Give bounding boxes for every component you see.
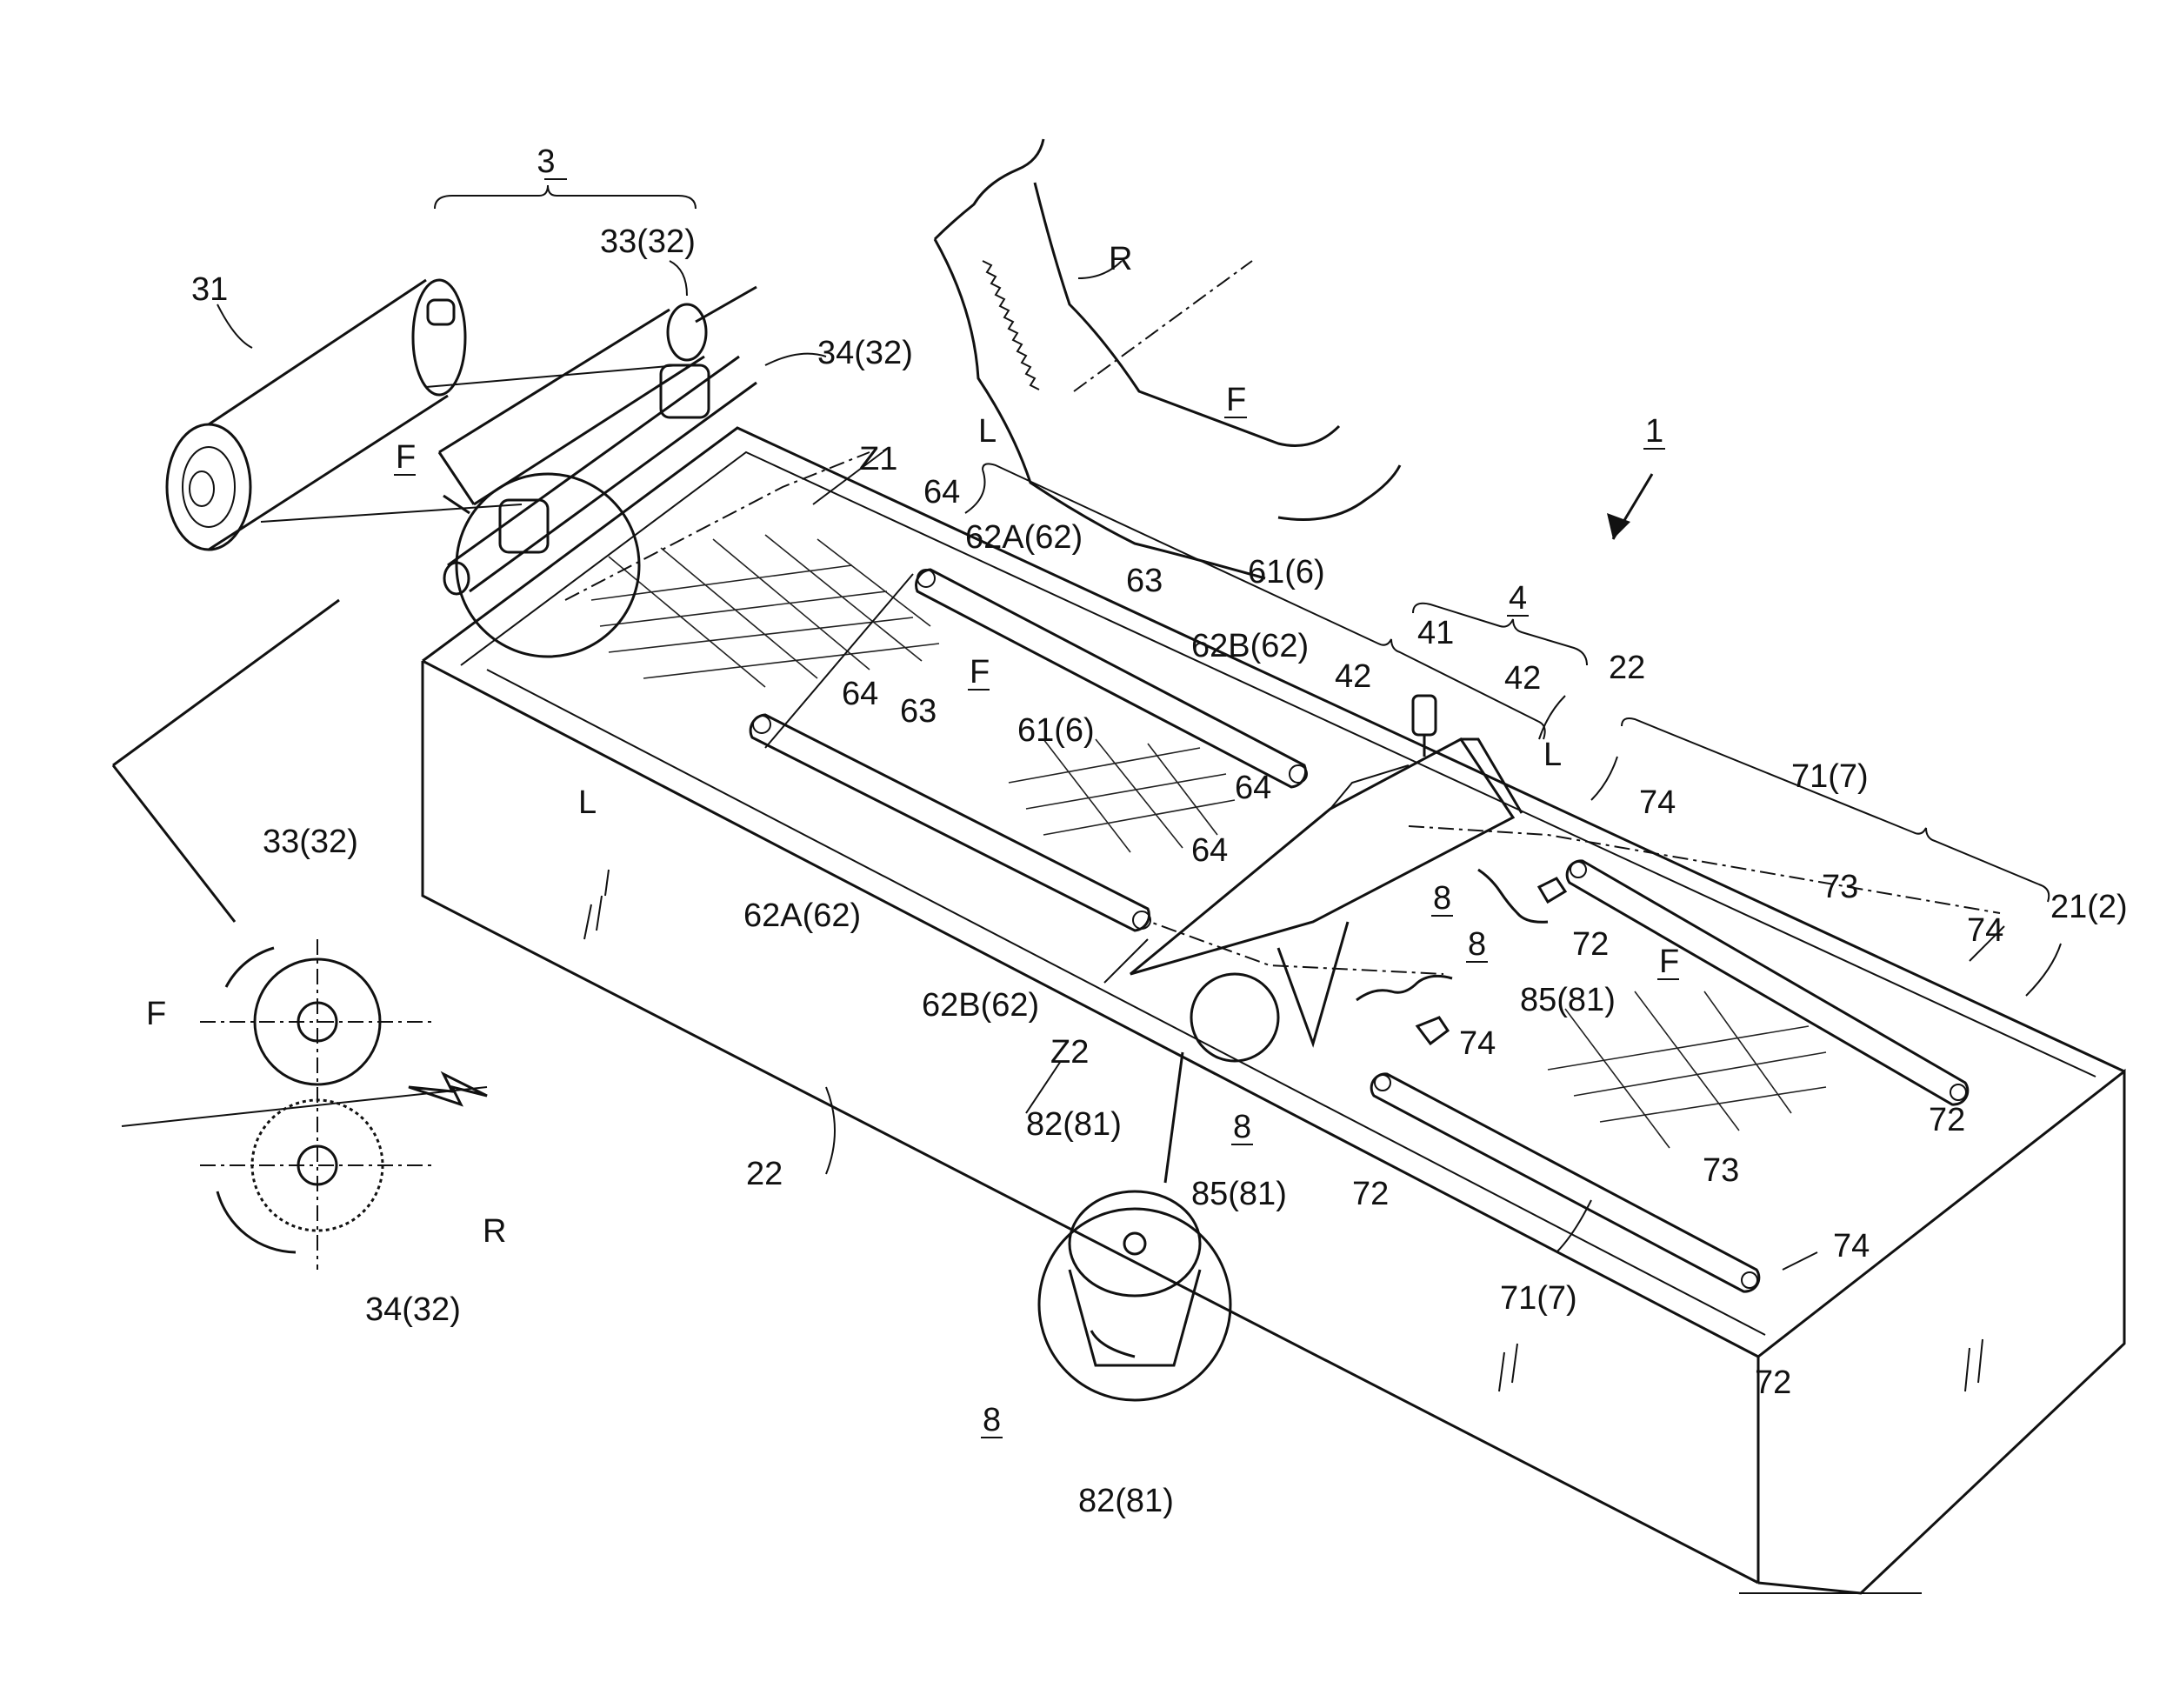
detail-circle-z2 [1191,974,1278,1061]
ref-63-b: 63 [900,693,937,730]
reference-labels: 3 31 33(32) 34(32) F Z1 L 64 62A(62) 63 … [146,143,2128,1519]
ref-Z1: Z1 [859,441,897,477]
ref-L-b: L [578,784,597,821]
ref-22-b: 22 [746,1156,783,1192]
ref-74-a: 74 [1639,784,1676,821]
ref-34-low: 34(32) [365,1291,461,1328]
ref-L-c: L [1543,737,1562,773]
detail-circle-z1 [457,474,639,657]
ref-F-top: F [1226,382,1246,418]
ref-72-b: 72 [1929,1102,1965,1138]
ref-82-b: 82(81) [1078,1483,1174,1519]
ref-8-c: 8 [1233,1109,1251,1145]
ref-62B-b: 62B(62) [922,987,1039,1024]
ref-64-c: 64 [1235,770,1271,806]
ref-73-a: 73 [1822,869,1858,905]
ref-71-a: 71(7) [1791,758,1869,795]
ref-61-a: 61(6) [1248,554,1325,590]
ref-4: 4 [1509,580,1527,617]
ref-63-a: 63 [1126,563,1163,599]
ref-F-film: F [396,439,416,476]
ref-72-a: 72 [1572,926,1609,963]
ref-74-d: 74 [1833,1228,1870,1264]
tank [423,428,2124,1593]
ref-62A-a: 62A(62) [965,519,1083,556]
ref-3: 3 [537,143,555,180]
ref-8-d: 8 [983,1402,1001,1438]
ref-61-b: 61(6) [1017,712,1095,749]
ref-31: 31 [191,271,228,308]
center-lines [565,261,2000,974]
ref-64-a: 64 [923,474,960,510]
ref-85-b: 85(81) [1191,1176,1287,1212]
ref-82-a: 82(81) [1026,1106,1122,1143]
ref-33-low: 33(32) [263,824,358,860]
ref-64-d: 64 [1191,832,1228,869]
ref-34-top: 34(32) [817,335,913,371]
ref-L-a: L [978,413,997,450]
ref-74-c: 74 [1459,1025,1496,1062]
ref-74-b: 74 [1967,912,2003,949]
ref-21: 21(2) [2050,889,2128,925]
ref-64-b: 64 [842,676,878,712]
leader-lines [217,261,2061,1270]
ref-8-a: 8 [1433,880,1451,917]
ref-1: 1 [1645,413,1663,450]
ref-Z2: Z2 [1050,1034,1089,1071]
ref-22-a: 22 [1609,650,1645,686]
ref-F-right: F [1659,944,1679,980]
ref-41: 41 [1417,615,1454,651]
ref-71-b: 71(7) [1500,1280,1577,1317]
ref-85-a: 85(81) [1520,982,1616,1018]
ref-72-c: 72 [1352,1176,1389,1212]
ref-8-b: 8 [1468,926,1486,963]
spray-unit [1130,696,1522,1044]
ref-42-b: 42 [1504,660,1541,697]
ref-33-top: 33(32) [600,224,696,260]
ref-R-top: R [1109,241,1132,277]
ref-F-low: F [146,996,166,1032]
ref-72-d: 72 [1755,1364,1791,1401]
ref-F-tank: F [970,654,990,691]
arrow-1 [1607,474,1652,539]
film-supply [167,280,757,594]
ref-73-b: 73 [1703,1152,1739,1189]
ref-62B-a: 62B(62) [1191,628,1309,664]
ref-62A-b: 62A(62) [743,897,861,934]
ref-R-low: R [483,1213,506,1250]
roller-detail [113,600,1183,1270]
ref-42-a: 42 [1335,658,1371,695]
